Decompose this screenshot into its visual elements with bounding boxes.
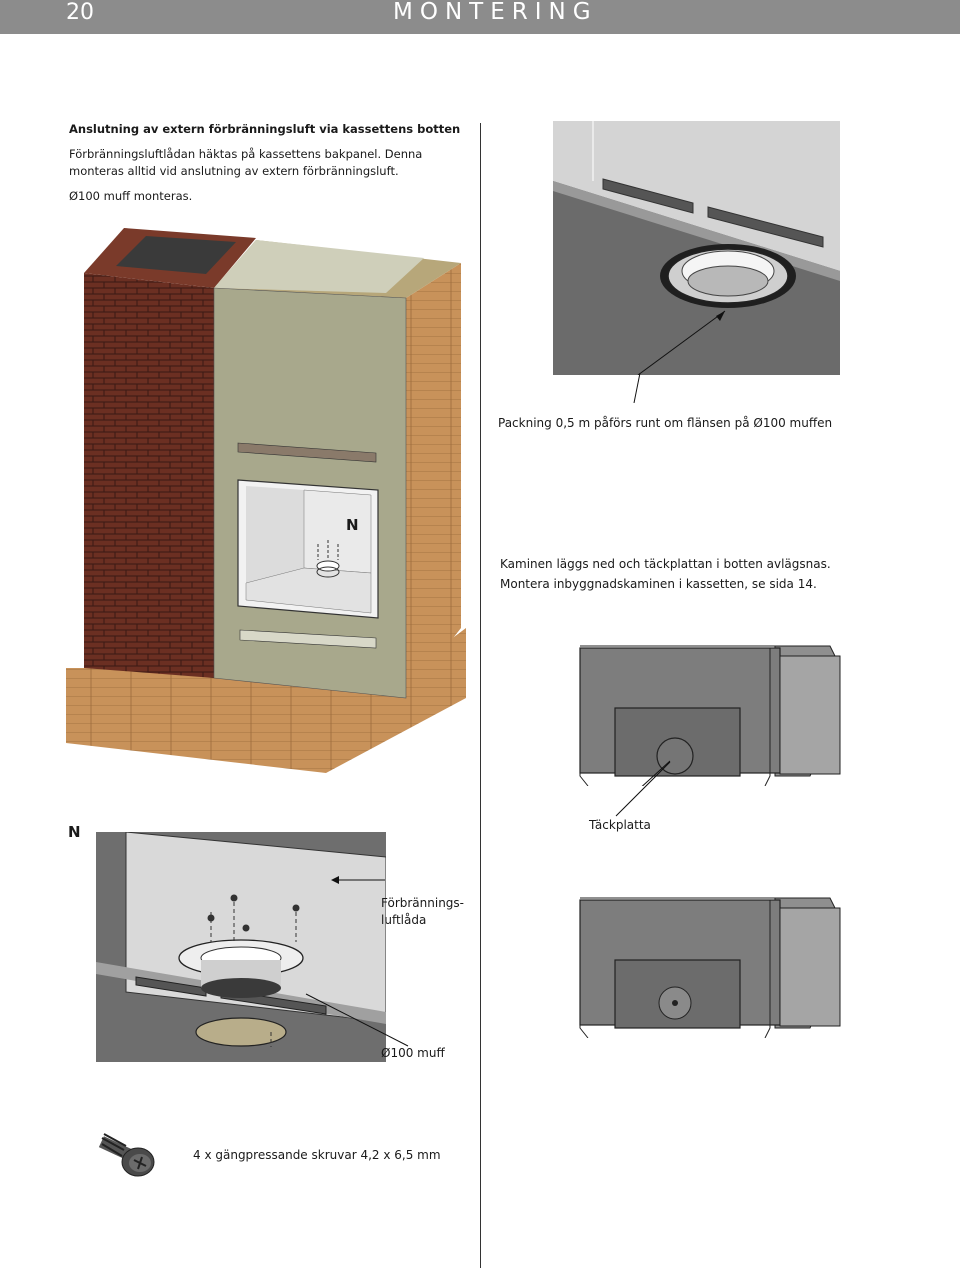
detail-marker: N: [68, 823, 81, 841]
sleeve-leader-line: [305, 993, 409, 1047]
stove-bottom-cover-removed: [579, 897, 841, 1038]
sleeve-label: Ø100 muff: [381, 1046, 445, 1060]
air-box-detail-illustration: [96, 832, 386, 1062]
column-divider: [480, 123, 481, 1268]
section-title: MONTERING: [393, 0, 598, 25]
detail-marker-small: N: [346, 516, 359, 534]
screws-label: 4 x gängpressande skruvar 4,2 x 6,5 mm: [193, 1148, 441, 1162]
air-box-label-line-1: Förbrännings-: [381, 896, 465, 910]
intro-paragraph-2: Ø100 muff monteras.: [69, 189, 193, 203]
intro-paragraph-1: Förbränningsluftlådan häktas på kassette…: [69, 147, 423, 178]
air-box-label-line-2: luftlåda: [381, 913, 427, 927]
cover-plate-leader-line: [615, 761, 671, 817]
stove-note-1: Kaminen läggs ned och täckplattan i bott…: [500, 557, 831, 571]
air-box-arrow: [331, 876, 385, 884]
gasket-note: Packning 0,5 m påförs runt om flänsen på…: [498, 416, 833, 430]
brick-wall: [84, 273, 214, 678]
cover-plate-label: Täckplatta: [589, 818, 651, 832]
page-number: 20: [66, 0, 94, 25]
gasket-closeup-illustration: [553, 121, 840, 375]
intro-heading: Anslutning av extern förbränningsluft vi…: [69, 122, 461, 136]
stove-bottom-with-cover-plate: [579, 645, 841, 786]
gasket-leader-line: [633, 373, 641, 403]
fireplace-installation-illustration: [66, 228, 466, 773]
page-header: 20 MONTERING: [0, 0, 960, 34]
stove-note-2: Montera inbyggnadskaminen i kassetten, s…: [500, 577, 817, 591]
screw-icon: [98, 1133, 155, 1177]
